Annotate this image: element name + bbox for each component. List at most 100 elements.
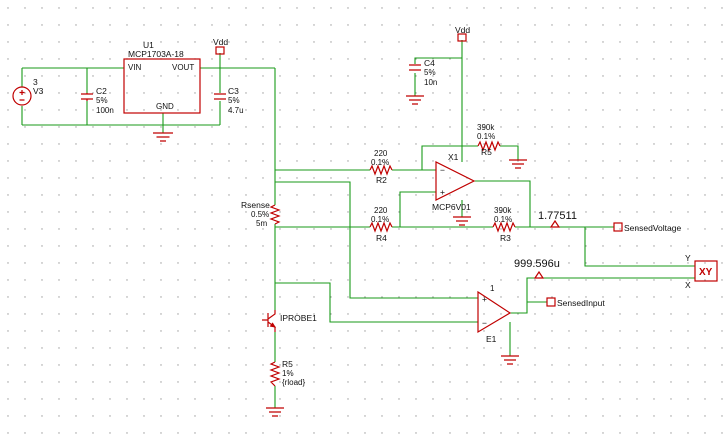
grid-dot <box>41 7 43 9</box>
grid-dot <box>704 347 706 349</box>
grid-dot <box>126 415 128 417</box>
xy-display[interactable]: XY Y X <box>685 253 718 290</box>
grid-dot <box>466 126 468 128</box>
voltage-source-v3[interactable]: 3 V3 <box>12 77 44 106</box>
grid-dot <box>194 194 196 196</box>
grid-dot <box>466 330 468 332</box>
vdd-supply-right[interactable]: Vdd <box>455 25 470 42</box>
grid-dot <box>92 109 94 111</box>
grid-dot <box>704 381 706 383</box>
resistor-rsense[interactable]: Rsense 0.5% 5m <box>241 200 281 228</box>
amplifier-e1[interactable]: + − 1 E1 <box>477 284 512 344</box>
grid-dot <box>109 211 111 213</box>
grid-dot <box>313 364 315 366</box>
ground-e1 <box>501 355 519 365</box>
c4-tol: 5% <box>424 68 436 77</box>
grid-dot <box>670 177 672 179</box>
grid-dot <box>126 228 128 230</box>
grid-dot <box>381 58 383 60</box>
grid-dot <box>687 228 689 230</box>
grid-dot <box>211 262 213 264</box>
grid-dot <box>58 228 60 230</box>
resistor-r5-feedback[interactable]: 390k 0.1% R5 <box>477 123 501 157</box>
probe-sensed-voltage[interactable]: 1.77511 <box>538 210 577 228</box>
grid-dot <box>109 347 111 349</box>
amplifier-icon <box>477 290 512 334</box>
grid-dot <box>313 194 315 196</box>
grid-dot <box>279 143 281 145</box>
grid-dot <box>347 211 349 213</box>
grid-dot <box>398 330 400 332</box>
grid-dot <box>653 143 655 145</box>
grid-dot <box>194 109 196 111</box>
grid-dot <box>330 381 332 383</box>
grid-dot <box>398 398 400 400</box>
grid-dot <box>449 75 451 77</box>
grid-dot <box>177 415 179 417</box>
grid-dot <box>398 381 400 383</box>
grid-dot <box>347 41 349 43</box>
grid-dot <box>296 177 298 179</box>
grid-dot <box>143 92 145 94</box>
grid-dot <box>296 330 298 332</box>
grid-dot <box>7 211 9 213</box>
u1-part: MCP1703A-18 <box>128 49 184 59</box>
capacitor-icon <box>409 64 421 71</box>
resistor-r5-load[interactable]: R5 1% {rload} <box>269 359 305 387</box>
grid-dot <box>296 364 298 366</box>
grid-dot <box>126 211 128 213</box>
capacitor-c3[interactable]: C3 5% 4.7u <box>214 86 244 115</box>
grid-dot <box>585 432 587 434</box>
grid-dot <box>687 313 689 315</box>
grid-dot <box>619 24 621 26</box>
grid-dot <box>330 228 332 230</box>
grid-dot <box>721 24 723 26</box>
capacitor-c2[interactable]: C2 5% 100n <box>81 86 114 115</box>
current-probe-iprobe1[interactable]: IPROBE1 <box>262 310 317 332</box>
grid-dot <box>585 364 587 366</box>
grid-dot <box>534 228 536 230</box>
grid-dot <box>211 109 213 111</box>
resistor-r3[interactable]: 390k 0.1% R3 <box>492 206 516 243</box>
grid-dot <box>551 126 553 128</box>
grid-dot <box>534 24 536 26</box>
resistor-r4[interactable]: 220 0.1% R4 <box>369 206 393 243</box>
capacitor-c4[interactable]: C4 5% 10n <box>409 58 437 87</box>
grid-dot <box>670 262 672 264</box>
ground-u1 <box>153 132 173 142</box>
grid-dot <box>143 330 145 332</box>
grid-dot <box>126 262 128 264</box>
resistor-r2[interactable]: 220 0.1% R2 <box>369 149 393 185</box>
grid-dot <box>653 296 655 298</box>
vdd-supply-left[interactable]: Vdd <box>213 37 228 55</box>
probe-sensed-input[interactable]: 999.596u <box>514 258 560 279</box>
grid-dot <box>381 75 383 77</box>
opamp-x1[interactable]: − + X1 MCP6V01 <box>432 152 476 212</box>
grid-dot <box>721 330 723 332</box>
grid-dot <box>534 296 536 298</box>
grid-dot <box>500 432 502 434</box>
grid-dot <box>41 415 43 417</box>
grid-dot <box>636 75 638 77</box>
grid-dot <box>330 330 332 332</box>
grid-dot <box>7 245 9 247</box>
grid-dot <box>500 177 502 179</box>
port-sensed-voltage[interactable]: SensedVoltage <box>613 222 681 233</box>
grid-dot <box>449 24 451 26</box>
grid-dot <box>177 177 179 179</box>
port-sensed-input[interactable]: SensedInput <box>546 297 605 308</box>
ground-r5-bottom <box>266 407 284 417</box>
grid-dot <box>704 228 706 230</box>
grid-dot <box>58 245 60 247</box>
grid-dot <box>313 109 315 111</box>
grid-dot <box>262 398 264 400</box>
grid-dot <box>330 24 332 26</box>
grid-dot <box>500 92 502 94</box>
grid-dot <box>313 58 315 60</box>
regulator-u1[interactable]: U1 MCP1703A-18 VIN VOUT GND <box>123 40 201 114</box>
grid-dot <box>347 262 349 264</box>
grid-dot <box>296 58 298 60</box>
grid-dot <box>211 313 213 315</box>
grid-dot <box>75 398 77 400</box>
grid-dot <box>602 364 604 366</box>
